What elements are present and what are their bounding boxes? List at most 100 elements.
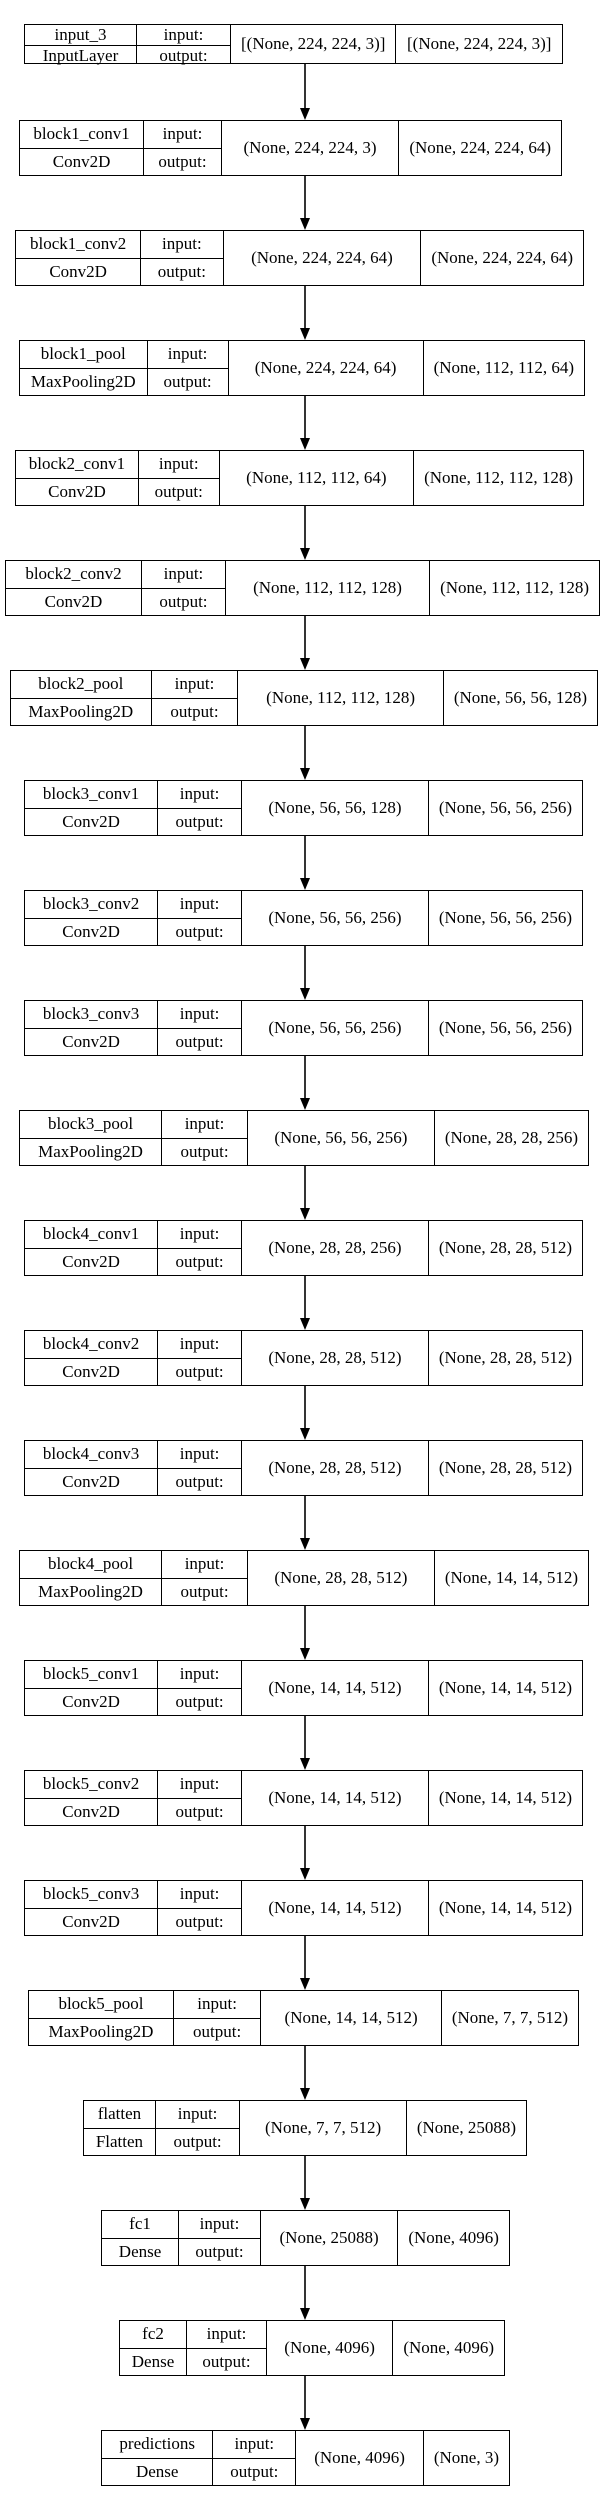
io-label-column: input:output:	[179, 2211, 261, 2265]
io-label-column: input:output:	[158, 1881, 243, 1935]
input-shape: (None, 14, 14, 512)	[242, 1881, 429, 1935]
arrow-head-icon	[300, 658, 310, 670]
input-label: input:	[179, 2211, 260, 2239]
output-label: output:	[157, 261, 206, 281]
input-shape: (None, 28, 28, 256)	[242, 1221, 429, 1275]
io-label-column: input:output:	[147, 341, 229, 395]
output-label: output:	[230, 2461, 279, 2481]
io-label-column: input:output:	[137, 25, 231, 65]
layer-name: block3_conv2	[25, 891, 158, 919]
output-label: output:	[180, 1581, 229, 1601]
io-label-column: input:output:	[158, 1771, 243, 1825]
input-shape: (None, 4096)	[296, 2431, 424, 2485]
output-label: output:	[159, 591, 208, 611]
input-label: input:	[173, 1991, 261, 2019]
arrow-head-icon	[300, 1868, 310, 1880]
input-shape: (None, 112, 112, 128)	[238, 671, 444, 725]
io-label-column: input:output:	[151, 671, 239, 725]
output-label: output:	[175, 1031, 224, 1051]
arrow-head-icon	[300, 1428, 310, 1440]
layer-name: block3_conv3	[25, 1001, 158, 1029]
output-shape: (None, 14, 14, 512)	[438, 1788, 572, 1807]
layer-name: block3_pool	[20, 1111, 162, 1139]
layer-type: Conv2D	[62, 1251, 120, 1271]
layer-name: block4_conv3	[25, 1441, 158, 1469]
output-label: output:	[175, 921, 224, 941]
input-shape: (None, 14, 14, 512)	[242, 1661, 429, 1715]
io-label-column: input:output:	[158, 1331, 243, 1385]
arrow-head-icon	[300, 1318, 310, 1330]
output-shape: (None, 112, 112, 128)	[440, 578, 589, 597]
output-shape: (None, 112, 112, 64)	[433, 358, 574, 377]
output-label: output:	[202, 2351, 251, 2371]
input-shape: (None, 56, 56, 256)	[248, 1111, 435, 1165]
layer-name: block1_pool	[20, 341, 147, 369]
io-label-column: input:output:	[187, 2321, 267, 2375]
output-label: output:	[159, 46, 208, 65]
layer-name: block2_pool	[11, 671, 151, 699]
input-label: input:	[155, 2101, 240, 2129]
input-label: input:	[141, 231, 223, 259]
input-label: input:	[158, 891, 242, 919]
arrow-head-icon	[300, 1208, 310, 1220]
output-label: output:	[175, 1911, 224, 1931]
input-label: input:	[158, 781, 242, 809]
arrow-head-icon	[300, 328, 310, 340]
output-shape: (None, 14, 14, 512)	[438, 1898, 572, 1917]
layer-name: block5_conv1	[25, 1661, 158, 1689]
input-shape: (None, 224, 224, 64)	[224, 231, 422, 285]
layer-name: block1_conv1	[20, 121, 144, 149]
io-label-column: input:output:	[158, 891, 243, 945]
arrow-head-icon	[300, 2418, 310, 2430]
input-label: input:	[158, 1331, 242, 1359]
output-label: output:	[193, 2021, 242, 2041]
output-label: output:	[175, 1691, 224, 1711]
input-shape: (None, 56, 56, 256)	[242, 1001, 429, 1055]
layer-name: block2_conv1	[16, 451, 138, 479]
layer-type: Dense	[131, 2351, 175, 2371]
input-shape: (None, 224, 224, 3)	[222, 121, 400, 175]
input-shape: (None, 28, 28, 512)	[242, 1441, 429, 1495]
input-label: input:	[158, 1221, 242, 1249]
layer-name: input_3	[25, 25, 136, 46]
layer-name: block3_conv1	[25, 781, 158, 809]
output-shape: (None, 28, 28, 512)	[438, 1348, 572, 1367]
input-label: input:	[158, 1001, 242, 1029]
layer-type: Conv2D	[62, 1361, 120, 1381]
layer-type: MaxPooling2D	[38, 1581, 143, 1601]
output-label: output:	[173, 2131, 222, 2151]
io-label-column: input:output:	[158, 781, 243, 835]
layer-name: fc1	[102, 2211, 179, 2239]
layer-type: MaxPooling2D	[48, 2021, 154, 2041]
output-label: output:	[195, 2241, 244, 2261]
layer-name: block5_conv3	[25, 1881, 158, 1909]
layer-type: MaxPooling2D	[38, 1141, 143, 1161]
input-label: input:	[162, 1111, 247, 1139]
output-shape: (None, 224, 224, 64)	[409, 138, 551, 157]
input-shape: (None, 7, 7, 512)	[240, 2101, 407, 2155]
